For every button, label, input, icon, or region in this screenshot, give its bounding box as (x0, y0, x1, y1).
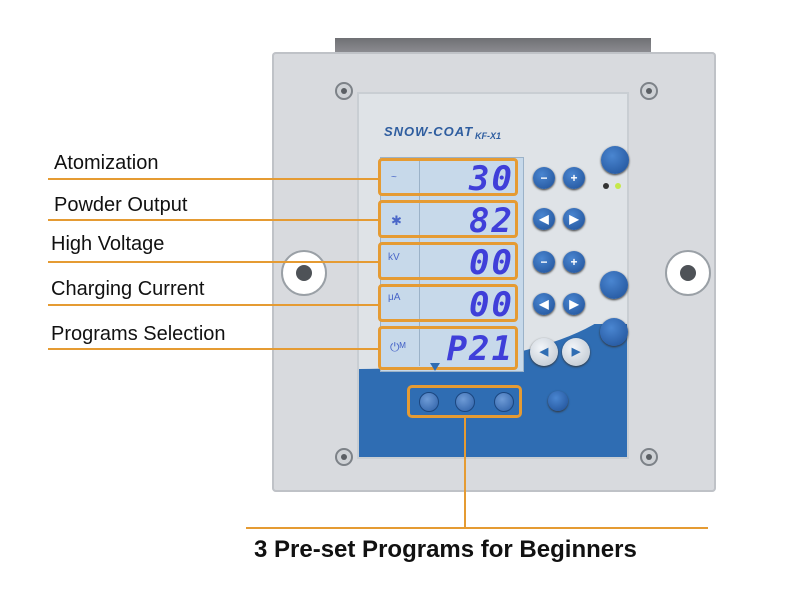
presets-caption: 3 Pre-set Programs for Beginners (254, 536, 637, 563)
callout-line-current (48, 304, 380, 306)
mode-button[interactable] (601, 146, 629, 174)
label-programs-selection: Programs Selection (51, 323, 226, 345)
label-atomization: Atomization (54, 152, 159, 174)
powder-up-button[interactable]: ▶ (563, 208, 585, 230)
lcd-divider (419, 160, 420, 366)
callout-line-voltage (48, 261, 380, 263)
callout-line-programs (48, 348, 380, 350)
current-value: 00 (469, 285, 514, 325)
program-indicator-arrow (430, 363, 440, 371)
lcd-display (380, 157, 524, 372)
voltage-plus-button[interactable]: + (563, 251, 585, 273)
powder-value: 82 (469, 201, 514, 241)
left-mount-hole (281, 250, 327, 296)
callout-line-atomization (48, 178, 380, 180)
function-button-1[interactable] (600, 271, 628, 299)
screw-bottom-right (640, 448, 658, 466)
callout-line-powder (48, 219, 380, 221)
program-next-button[interactable]: ▶ (562, 338, 590, 366)
atomization-icon: ~ (391, 172, 397, 183)
screw-top-right (640, 82, 658, 100)
program-prev-button[interactable]: ◀ (530, 338, 558, 366)
row-box-atomization (378, 158, 518, 196)
program-icon: ⏻ᴹ (390, 340, 406, 354)
preset-program-3-button[interactable] (494, 392, 514, 412)
program-confirm-button[interactable] (548, 391, 568, 411)
label-high-voltage: High Voltage (51, 233, 165, 255)
callout-vertical-presets (464, 418, 466, 528)
right-mount-hole (665, 250, 711, 296)
atomization-value: 30 (469, 159, 514, 199)
label-charging-current: Charging Current (51, 278, 205, 300)
atomization-plus-button[interactable]: + (563, 167, 585, 189)
current-down-button[interactable]: ◀ (533, 293, 555, 315)
powder-icon: ✱ (391, 213, 402, 228)
row-box-current (378, 284, 518, 322)
program-value: P21 (446, 329, 514, 369)
status-led-off (603, 183, 609, 189)
voltage-minus-button[interactable]: − (533, 251, 555, 273)
model-label: KF-X1 (475, 131, 502, 141)
brand-logo: SNOW-COAT (384, 124, 474, 139)
ua-icon: μA (388, 292, 401, 303)
current-up-button[interactable]: ▶ (563, 293, 585, 315)
function-button-2[interactable] (600, 318, 628, 346)
status-led-on (615, 183, 621, 189)
preset-program-2-button[interactable] (455, 392, 475, 412)
kv-icon: kV (388, 252, 400, 263)
screw-top-left (335, 82, 353, 100)
callout-line-presets (246, 527, 708, 529)
preset-program-1-button[interactable] (419, 392, 439, 412)
atomization-minus-button[interactable]: − (533, 167, 555, 189)
preset-programs-box (407, 385, 522, 418)
voltage-value: 00 (469, 243, 514, 283)
screw-bottom-left (335, 448, 353, 466)
label-powder-output: Powder Output (54, 194, 188, 216)
powder-down-button[interactable]: ◀ (533, 208, 555, 230)
